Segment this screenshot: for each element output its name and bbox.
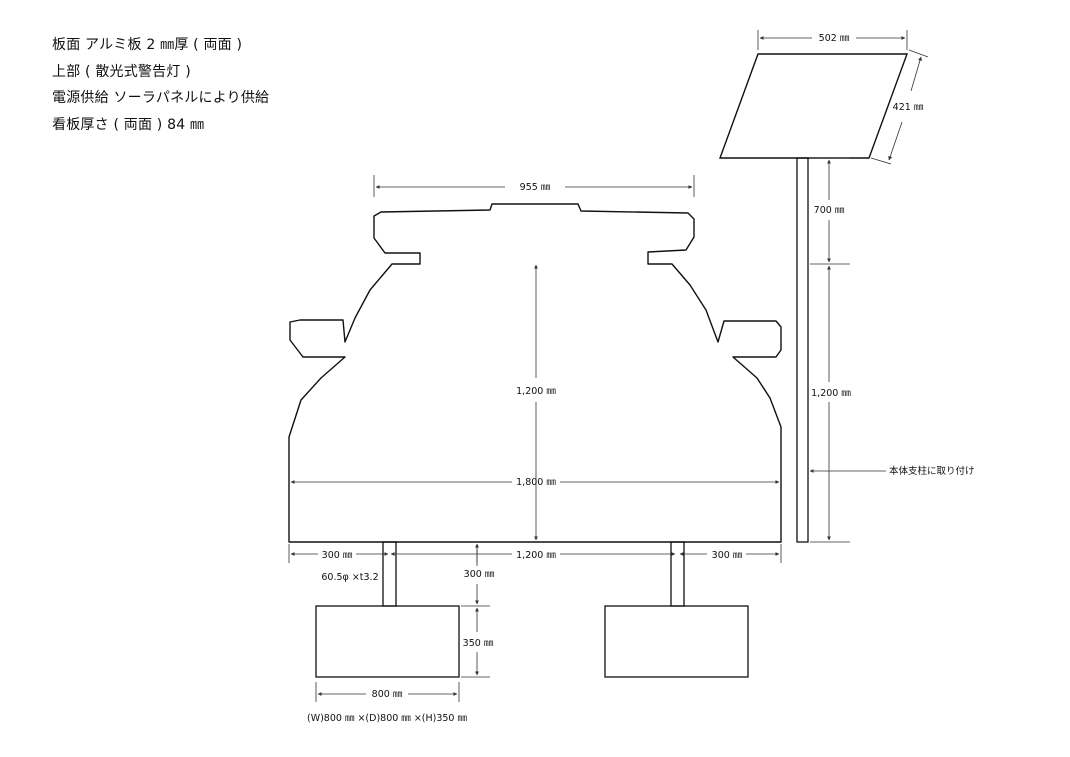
leg-right [670, 541, 685, 607]
dim-right-offset: 300 ㎜ [712, 550, 743, 561]
dim-leg-height: 300 ㎜ [464, 569, 495, 580]
dim-base-height: 350 ㎜ [463, 638, 494, 649]
support-pole [796, 157, 809, 543]
base-right [604, 605, 749, 678]
dim-leg-spacing: 1,200 ㎜ [516, 550, 556, 561]
base-spec: (W)800 ㎜ ×(D)800 ㎜ ×(H)350 ㎜ [307, 713, 468, 724]
note-top: 上部 ( 散光式警告灯 ) [52, 63, 191, 80]
dim-panel-height: 421 ㎜ [893, 102, 924, 113]
dim-pole-lower: 1,200 ㎜ [811, 388, 851, 399]
sign-body-outline [288, 203, 782, 543]
dim-base-width: 800 ㎜ [372, 689, 403, 700]
pipe-spec: 60.5φ ×t3.2 [321, 572, 378, 583]
spec-notes: 板面 アルミ板 2 ㎜厚 ( 両面 ) 上部 ( 散光式警告灯 ) 電源供給 ソ… [52, 32, 269, 138]
dim-panel-width: 502 ㎜ [819, 33, 850, 44]
note-power: 電源供給 ソーラパネルにより供給 [52, 90, 270, 106]
dim-body-width: 1,800 ㎜ [516, 477, 556, 488]
dim-pole-upper: 700 ㎜ [814, 205, 845, 216]
solar-panel [718, 53, 909, 159]
dim-top-width: 955 ㎜ [520, 182, 551, 193]
dim-left-offset: 300 ㎜ [322, 550, 353, 561]
base-left [315, 605, 460, 678]
note-board: 板面 アルミ板 2 ㎜厚 ( 両面 ) [52, 37, 243, 53]
mount-note: 本体支柱に取り付け [889, 465, 975, 477]
leg-left [382, 541, 397, 607]
note-thickness: 看板厚さ ( 両面 ) 84 ㎜ [52, 116, 205, 133]
dim-body-height: 1,200 ㎜ [516, 386, 556, 397]
